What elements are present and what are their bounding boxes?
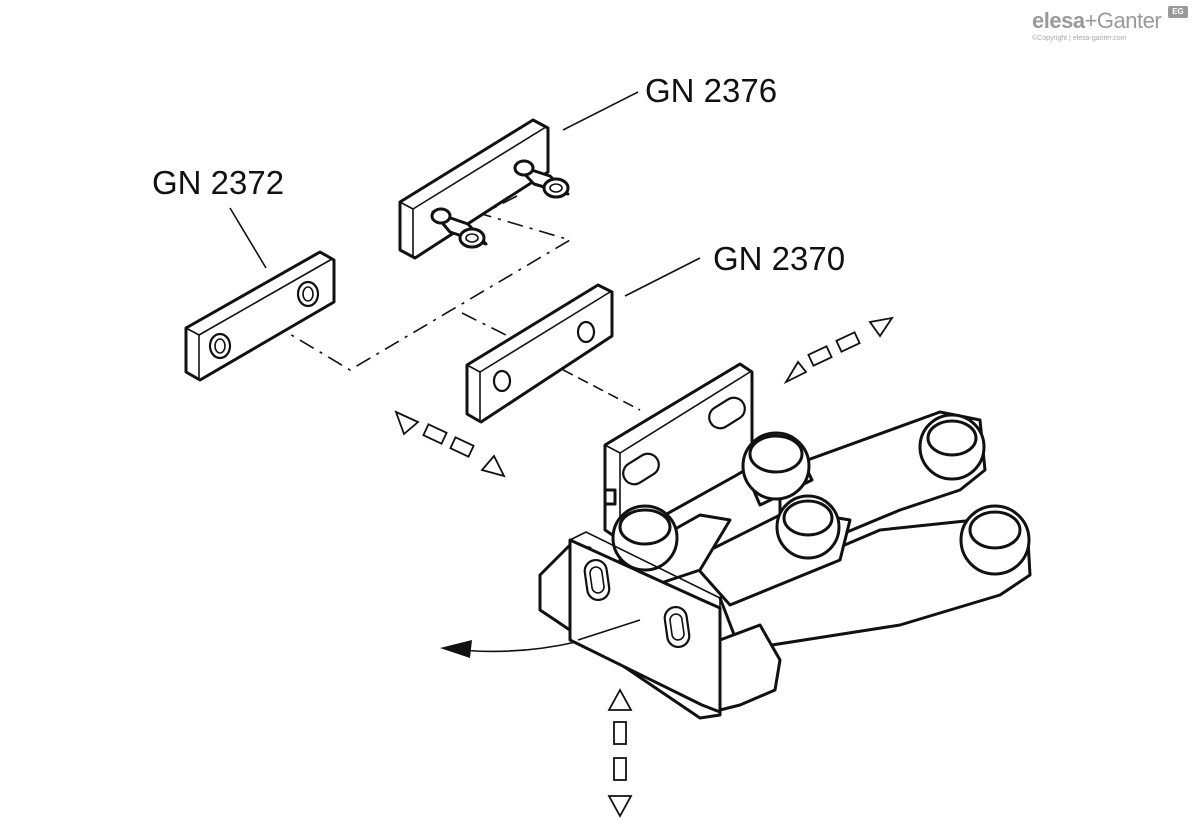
gn2376-pin-plate — [398, 118, 570, 260]
logo-brand-right: Ganter — [1096, 8, 1162, 33]
logo-badge: EG — [1168, 6, 1188, 18]
logo-brand-plus: + — [1084, 8, 1098, 33]
gn2372-threaded-plate — [184, 250, 336, 382]
gn2370-plain-plate — [465, 283, 614, 424]
pin — [430, 207, 488, 249]
leader-lines — [229, 91, 701, 297]
adjust-direction-arrow-icon — [607, 688, 633, 818]
part-label-gn2370: GN 2370 — [713, 240, 846, 277]
logo-copyright: ©Copyright | elesa-ganter.com — [1032, 35, 1127, 42]
part-label-gn2372: GN 2372 — [152, 164, 285, 201]
swing-direction-arrow-icon — [440, 640, 577, 658]
adjust-direction-arrow-icon — [394, 410, 506, 478]
part-label-gn2376: GN 2376 — [645, 72, 778, 109]
hinge-body — [538, 362, 1032, 720]
brand-logo: elesa+Ganter EG ©Copyright | elesa-gante… — [1032, 6, 1192, 46]
logo-wordmark: elesa+Ganter — [1032, 8, 1162, 34]
assembly-axis-lines — [262, 195, 641, 411]
pin — [513, 159, 570, 199]
logo-brand-left: elesa — [1032, 8, 1085, 33]
adjust-direction-arrow-icon — [783, 316, 894, 385]
